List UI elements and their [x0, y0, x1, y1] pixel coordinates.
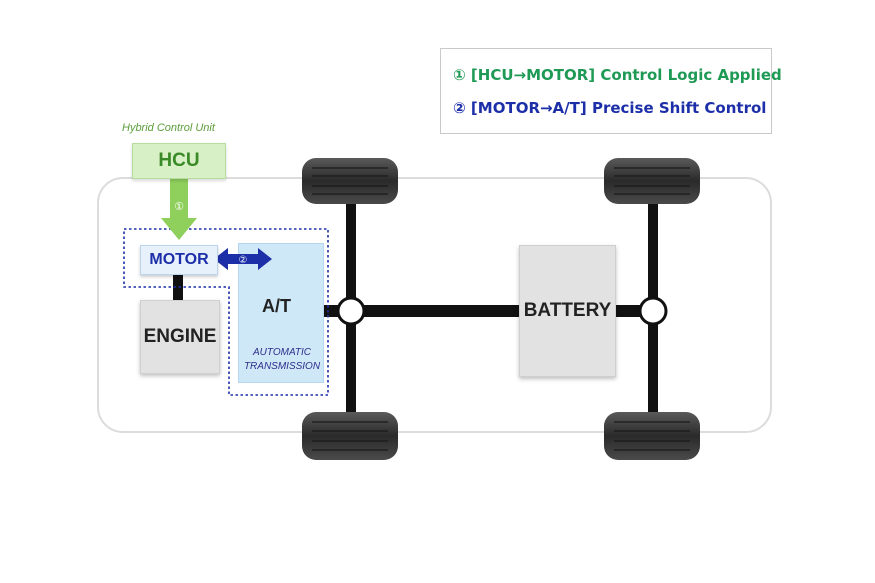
motor-engine-link	[173, 273, 183, 301]
legend-item-hcu-motor: ① [HCU→MOTOR] Control Logic Applied	[453, 66, 782, 84]
hcu-to-motor-arrow	[161, 178, 197, 240]
motor-box: MOTOR	[140, 245, 218, 275]
at-label: A/T	[262, 296, 291, 316]
engine-box: ENGINE	[140, 300, 220, 374]
hcu-caption: Hybrid Control Unit	[122, 122, 215, 134]
hcu-arrow-number: ①	[174, 200, 184, 213]
at-caption-line2: TRANSMISSION	[243, 361, 321, 372]
front-right-wheel	[302, 412, 398, 460]
rear-differential-joint	[638, 296, 668, 326]
powertrain-boundary	[123, 228, 329, 396]
legend-box: ① [HCU→MOTOR] Control Logic Applied ② [M…	[440, 48, 782, 134]
battery-box: BATTERY	[519, 245, 616, 377]
at-caption: AUTOMATIC TRANSMISSION	[236, 346, 328, 374]
front-differential-joint	[336, 296, 366, 326]
legend-item-motor-at: ② [MOTOR→A/T] Precise Shift Control	[453, 99, 767, 117]
at-caption-line1: AUTOMATIC	[253, 347, 311, 358]
front-left-wheel	[302, 158, 398, 204]
rear-right-wheel	[604, 412, 700, 460]
hcu-box: HCU	[132, 143, 226, 179]
rear-left-wheel	[604, 158, 700, 204]
